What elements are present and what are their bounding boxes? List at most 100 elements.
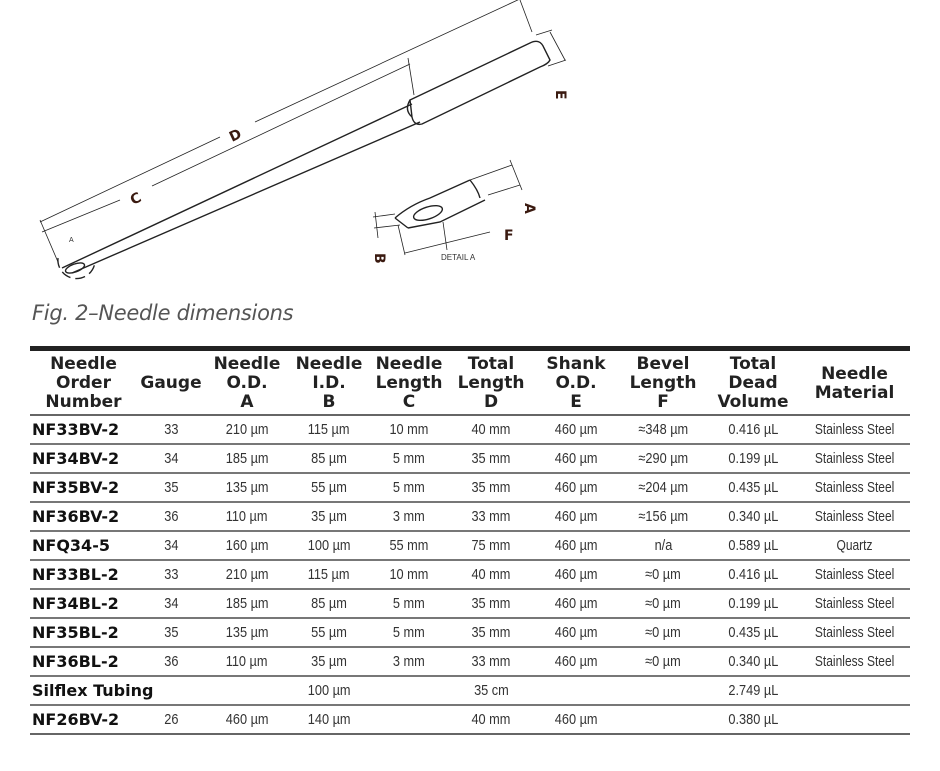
table-cell: 115 µm xyxy=(289,560,369,590)
cell-value: 460 µm xyxy=(554,421,598,438)
cell-value: 0.340 µL xyxy=(728,508,778,525)
table-cell: 34 xyxy=(137,444,205,474)
cell-value: 40 mm xyxy=(471,421,511,438)
cell-value: ≈0 µm xyxy=(645,595,681,612)
table-cell: 135 µm xyxy=(205,473,289,503)
table-cell: 460 µm xyxy=(533,560,619,590)
table-cell: 115 µm xyxy=(289,415,369,445)
table-cell: 460 µm xyxy=(533,531,619,561)
order-number-cell: NF36BV-2 xyxy=(30,502,137,532)
column-header-line: D xyxy=(483,392,499,412)
table-cell: 3 mm xyxy=(369,647,449,677)
table-cell: 35 µm xyxy=(289,502,369,532)
cell-value: 110 µm xyxy=(226,653,268,670)
table-cell: ≈0 µm xyxy=(619,560,707,590)
order-number-cell: NF26BV-2 xyxy=(30,705,137,735)
table-cell: 35 xyxy=(137,618,205,648)
column-header-line: Total xyxy=(729,354,777,374)
cell-value: Stainless Steel xyxy=(814,421,895,438)
cell-value: 160 µm xyxy=(225,537,269,554)
cell-value: 5 mm xyxy=(393,595,425,612)
cell-value: 0.340 µL xyxy=(728,653,778,670)
cell-value: 55 mm xyxy=(389,537,429,554)
cell-value: 115 µm xyxy=(308,566,350,583)
table-cell: 0.589 µL xyxy=(707,531,799,561)
table-cell: 460 µm xyxy=(533,415,619,445)
cell-value: 5 mm xyxy=(393,450,425,467)
cell-value: 135 µm xyxy=(225,479,269,496)
table-cell: ≈0 µm xyxy=(619,647,707,677)
column-header-line: Length xyxy=(629,373,697,393)
cell-value: ≈0 µm xyxy=(645,566,681,583)
column-header-line: O.D. xyxy=(555,373,597,393)
table-cell: 210 µm xyxy=(205,415,289,445)
column-header-line: Number xyxy=(45,392,122,412)
label-a: A xyxy=(521,203,537,214)
cell-value: 34 xyxy=(163,537,179,554)
cell-value: 460 µm xyxy=(554,537,598,554)
table-cell: 0.199 µL xyxy=(707,444,799,474)
cell-value: 34 xyxy=(163,450,179,467)
column-header-line: Bevel xyxy=(636,354,690,374)
label-d: D xyxy=(227,126,244,145)
column-header-line: Total xyxy=(467,354,515,374)
cell-value: 34 xyxy=(163,595,179,612)
table-cell: 135 µm xyxy=(205,618,289,648)
table-cell: 0.435 µL xyxy=(707,473,799,503)
column-header-line: Needle xyxy=(213,354,281,374)
cell-value: 40 mm xyxy=(471,711,511,728)
table-cell: 5 mm xyxy=(369,473,449,503)
cell-value: 460 µm xyxy=(554,711,598,728)
cell-value: ≈348 µm xyxy=(638,421,688,438)
table-cell: 185 µm xyxy=(205,589,289,619)
cell-value: 35 mm xyxy=(471,595,511,612)
cell-value: 110 µm xyxy=(226,508,268,525)
table-cell: ≈204 µm xyxy=(619,473,707,503)
table-cell: 460 µm xyxy=(533,502,619,532)
table-cell: Stainless Steel xyxy=(799,502,910,532)
table-cell: 5 mm xyxy=(369,618,449,648)
table-cell: 0.340 µL xyxy=(707,502,799,532)
cell-value: 55 µm xyxy=(311,479,347,496)
table-cell: 35 mm xyxy=(449,473,533,503)
cell-value: 3 mm xyxy=(393,508,425,525)
cell-value: 185 µm xyxy=(225,450,269,467)
table-cell: 185 µm xyxy=(205,444,289,474)
table-cell: 10 mm xyxy=(369,560,449,590)
order-number-cell: NF34BL-2 xyxy=(30,589,137,619)
column-header-line: Dead xyxy=(728,373,778,393)
cell-value: n/a xyxy=(654,537,672,554)
cell-value: 0.380 µL xyxy=(728,711,778,728)
cell-value: Stainless Steel xyxy=(814,566,895,583)
label-small-a: A xyxy=(69,237,74,244)
table-cell: 0.416 µL xyxy=(707,415,799,445)
table-cell: 40 mm xyxy=(449,415,533,445)
cell-value: 0.435 µL xyxy=(728,479,778,496)
table-cell: 140 µm xyxy=(289,705,369,735)
table-cell: 35 cm xyxy=(449,676,533,706)
table-cell xyxy=(619,705,707,735)
cell-value: 36 xyxy=(163,508,179,525)
table-cell xyxy=(619,676,707,706)
column-header-line: Needle xyxy=(375,354,443,374)
cell-value: Stainless Steel xyxy=(814,653,895,670)
table-cell: 35 µm xyxy=(289,647,369,677)
cell-value: 35 mm xyxy=(471,450,511,467)
column-header-line: Needle xyxy=(50,354,117,374)
table-cell: 34 xyxy=(137,589,205,619)
cell-value: 210 µm xyxy=(225,421,269,438)
table-cell: 3 mm xyxy=(369,502,449,532)
cell-value: ≈0 µm xyxy=(645,653,681,670)
cell-value: 33 mm xyxy=(471,508,511,525)
table-cell: 460 µm xyxy=(533,647,619,677)
table-cell: 2.749 µL xyxy=(707,676,799,706)
cell-value: 210 µm xyxy=(225,566,269,583)
order-number-cell: NF35BL-2 xyxy=(30,618,137,648)
